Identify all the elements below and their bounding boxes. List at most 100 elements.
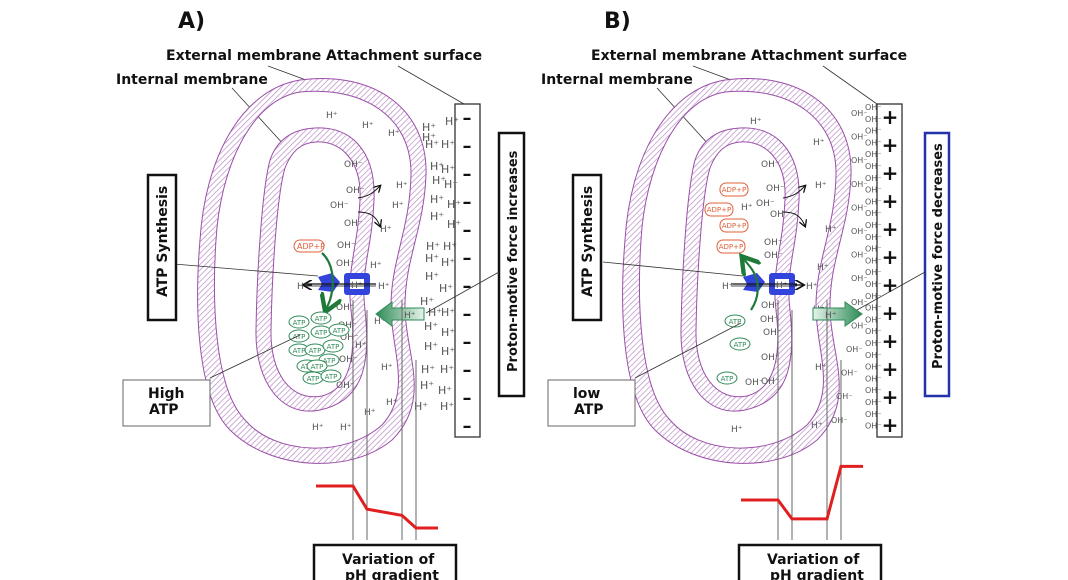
hydroxide-ion: OH⁻ bbox=[761, 160, 780, 170]
atp-synthesis-box bbox=[146, 173, 178, 322]
pmf-box bbox=[923, 131, 951, 398]
hydroxide-ion: OH⁻ bbox=[344, 160, 363, 170]
proton-ion: H⁺ bbox=[364, 408, 376, 418]
surface-charge: – bbox=[463, 192, 472, 213]
hydroxide-ion: OH⁻ bbox=[760, 315, 779, 325]
proton-ion: H⁺ bbox=[750, 117, 762, 127]
atp-level-box bbox=[547, 379, 636, 427]
svg-text:H⁺: H⁺ bbox=[351, 281, 363, 291]
hydroxide-ion: OH⁻ bbox=[761, 301, 780, 311]
svg-text:ATP: ATP bbox=[149, 402, 179, 418]
hydroxide-ion: OH⁻ bbox=[865, 127, 882, 136]
hydroxide-ion: OH⁻ bbox=[337, 241, 356, 251]
hydroxide-ion: OH⁻ bbox=[851, 109, 868, 118]
svg-text:Proton-motive force decreases: Proton-motive force decreases bbox=[931, 143, 946, 369]
surface-charge: – bbox=[463, 360, 472, 381]
proton-ion: H⁺ bbox=[444, 178, 458, 191]
svg-text:H⁺: H⁺ bbox=[776, 281, 788, 291]
hydroxide-ion: OH⁻ bbox=[851, 156, 868, 165]
proton-ion: H⁺ bbox=[380, 225, 392, 235]
svg-text:ATP: ATP bbox=[325, 373, 338, 381]
external-membrane bbox=[197, 78, 427, 464]
proton-ion: H⁺ bbox=[370, 261, 382, 271]
proton-ion: H⁺ bbox=[355, 341, 367, 351]
svg-text:pH gradient: pH gradient bbox=[345, 568, 439, 580]
surface-charge: – bbox=[463, 276, 472, 297]
proton-ion: H⁺ bbox=[381, 363, 393, 373]
hydroxide-ion: OH⁻ bbox=[865, 186, 882, 195]
hydroxide-ion: OH⁻ bbox=[846, 345, 863, 354]
surface-charge: – bbox=[463, 136, 472, 157]
hydroxide-ion: OH⁻ bbox=[761, 353, 780, 363]
proton-ion: H⁺ bbox=[374, 317, 386, 327]
svg-text:H⁺: H⁺ bbox=[404, 311, 416, 321]
proton-ion: H⁺ bbox=[340, 423, 352, 433]
svg-text:H⁺: H⁺ bbox=[378, 282, 390, 292]
surface-charges-negative: –––––––––––– bbox=[463, 108, 472, 437]
surface-charge: + bbox=[882, 245, 899, 269]
svg-text:low: low bbox=[573, 386, 600, 402]
svg-text:ATP: ATP bbox=[293, 333, 306, 341]
hydroxide-ion: OH⁻ bbox=[336, 259, 355, 269]
proton-ion: H⁺ bbox=[447, 218, 461, 231]
atp-synthase: H⁺ H⁺ H⁺ bbox=[722, 273, 818, 295]
hydroxide-ion: OH⁻ bbox=[865, 162, 882, 171]
proton-ion: H⁺ bbox=[424, 320, 438, 333]
surface-charge: + bbox=[882, 161, 899, 185]
proton-ion: H⁺ bbox=[443, 240, 457, 253]
atp-molecule: ATP bbox=[729, 337, 751, 351]
surface-charge: – bbox=[463, 248, 472, 269]
ph-gradient-box bbox=[737, 543, 883, 580]
svg-text:ATP: ATP bbox=[323, 357, 336, 365]
hydroxide-ion: OH⁻ bbox=[865, 103, 882, 112]
external-membrane-label: External membrane bbox=[591, 48, 746, 64]
svg-text:ADP+P: ADP+P bbox=[707, 206, 732, 214]
proton-ion: H⁺ bbox=[421, 363, 435, 376]
proton-ion: H⁺ bbox=[813, 138, 825, 148]
panel-b: B) External membrane Internal membrane A… bbox=[541, 9, 951, 580]
hydroxide-ion: OH⁻ bbox=[330, 201, 349, 211]
proton-ion: H⁺ bbox=[445, 115, 459, 128]
panel-a: A) External membrane Internal membrane A… bbox=[116, 9, 526, 580]
hydroxide-ion: OH⁻ bbox=[336, 381, 355, 391]
external-membrane bbox=[622, 78, 852, 464]
atp-synthesis-box bbox=[571, 173, 603, 322]
atp-molecule: ATP bbox=[320, 369, 342, 383]
surface-charge: – bbox=[463, 108, 472, 129]
svg-text:ATP Synthesis: ATP Synthesis bbox=[580, 186, 596, 297]
internal-membrane bbox=[255, 127, 375, 412]
internal-membrane bbox=[680, 127, 800, 412]
atp-synthase: H⁺ H⁺ H⁺ bbox=[297, 273, 390, 295]
internal-membrane-label: Internal membrane bbox=[116, 72, 268, 88]
hydroxide-ion: OH⁻ bbox=[865, 410, 882, 419]
attachment-surface-label: Attachment surface bbox=[751, 48, 907, 64]
hydroxide-ion: OH⁻ bbox=[865, 245, 882, 254]
surface-charge: + bbox=[882, 329, 899, 353]
proton-ion: H⁺ bbox=[312, 423, 324, 433]
surface-charge: – bbox=[463, 304, 472, 325]
hydroxide-ion: OH⁻ bbox=[766, 184, 785, 194]
svg-text:H⁺: H⁺ bbox=[297, 282, 309, 292]
surface-charge: + bbox=[882, 385, 899, 409]
hydroxide-ion: OH⁻ bbox=[865, 327, 882, 336]
svg-text:ATP: ATP bbox=[721, 375, 734, 383]
proton-ion: H⁺ bbox=[426, 240, 440, 253]
surface-charge: + bbox=[882, 301, 899, 325]
hydroxide-ion: OH⁻ bbox=[865, 398, 882, 407]
hydroxide-ion: OH⁻ bbox=[831, 416, 848, 425]
reverse-arrow bbox=[743, 258, 758, 311]
surface-charge: + bbox=[882, 217, 899, 241]
hydroxide-ion: OH⁻ bbox=[756, 199, 775, 209]
surface-charge: – bbox=[463, 164, 472, 185]
hydroxide-ion: OH⁻ bbox=[851, 251, 868, 260]
hydroxide-ion: OH⁻ bbox=[865, 115, 882, 124]
hydroxide-ion: OH⁻ bbox=[851, 227, 868, 236]
proton-ion: H⁺ bbox=[420, 295, 434, 308]
hydroxide-ion: OH⁻ bbox=[764, 238, 783, 248]
svg-text:ADP+P: ADP+P bbox=[297, 242, 325, 251]
proton-ion: H⁺ bbox=[438, 384, 452, 397]
surface-charge: + bbox=[882, 189, 899, 213]
hydroxide-ion: OH⁻ bbox=[865, 304, 882, 313]
proton-ion: H⁺ bbox=[392, 201, 404, 211]
